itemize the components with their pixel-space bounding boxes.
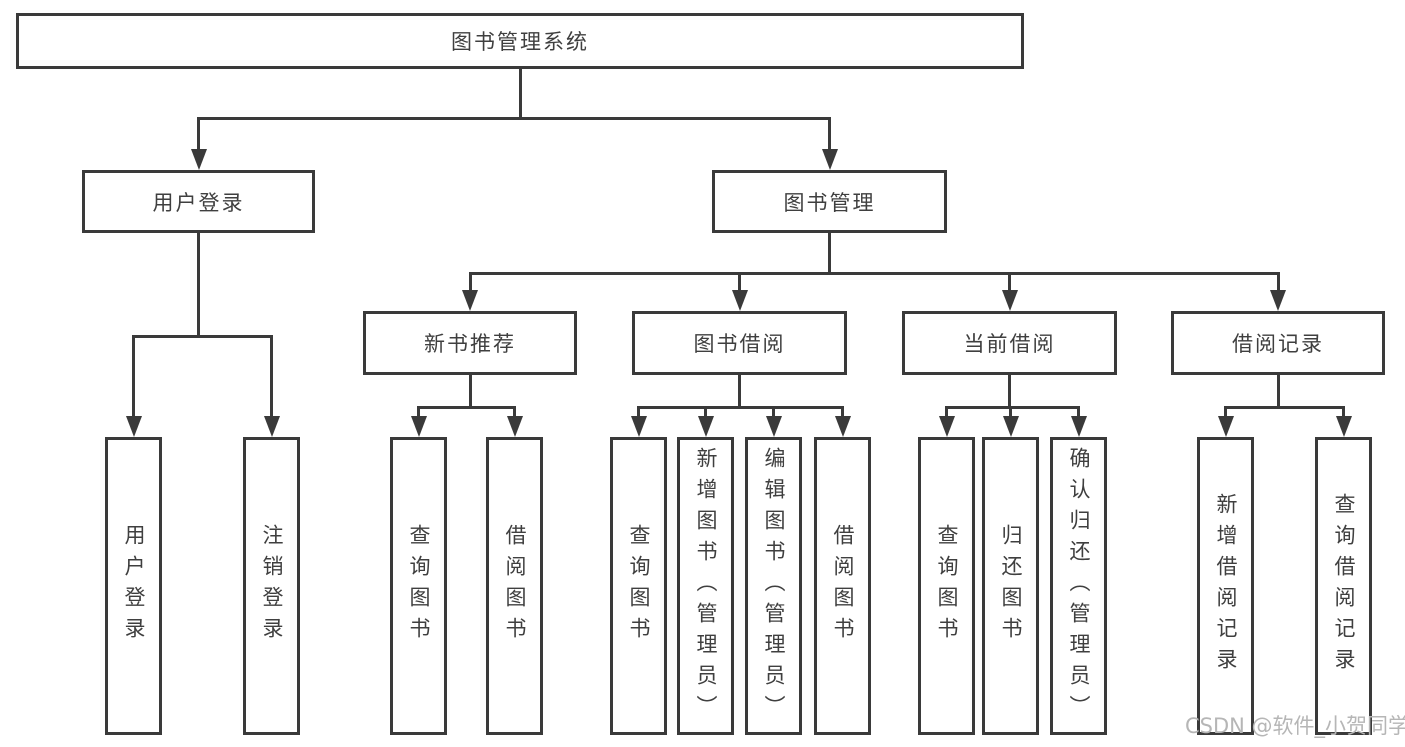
node-current-borrow-label: 当前借阅 xyxy=(963,332,1056,356)
connector-book-mgmt-stub xyxy=(828,232,831,274)
connector-root-bar xyxy=(197,116,831,120)
node-current-borrow: 当前借阅 xyxy=(902,311,1117,375)
node-add-books-admin-label: 新增图书（管理员） xyxy=(694,446,719,726)
arrow-to-borrow-records xyxy=(1276,273,1280,290)
node-current-query-books: 查询图书 xyxy=(918,437,975,735)
node-borrow-books-action: 借阅图书 xyxy=(814,437,871,735)
arrow-borrow-child-2 xyxy=(704,407,707,416)
arrow-recommend-child-2 xyxy=(513,407,516,416)
arrow-to-book-management xyxy=(828,118,831,149)
node-confirm-return-admin: 确认归还（管理员） xyxy=(1050,437,1107,735)
arrow-to-new-book-recommend xyxy=(468,273,472,290)
arrow-recommend-child-1 xyxy=(417,407,420,416)
node-borrow-query-books-label: 查询图书 xyxy=(627,524,652,648)
connector-recommend-stub xyxy=(468,375,472,408)
node-new-book-recommend-label: 新书推荐 xyxy=(424,332,516,356)
connector-recommend-bar xyxy=(417,405,516,409)
arrow-borrow-child-1 xyxy=(637,407,640,416)
arrow-to-book-borrow xyxy=(738,273,741,290)
node-user-login-action-label: 用户登录 xyxy=(122,524,147,648)
connector-user-login-bar xyxy=(132,334,273,338)
arrow-records-child-2 xyxy=(1342,407,1345,416)
node-borrow-query-books: 查询图书 xyxy=(610,437,667,735)
node-query-borrow-record: 查询借阅记录 xyxy=(1315,437,1372,735)
node-logout-action: 注销登录 xyxy=(243,437,300,735)
node-recommend-borrow-books-label: 借阅图书 xyxy=(503,524,528,648)
arrow-to-user-login xyxy=(197,118,200,149)
node-user-login-action: 用户登录 xyxy=(105,437,162,735)
connector-records-stub xyxy=(1276,375,1280,408)
node-logout-action-label: 注销登录 xyxy=(260,524,285,648)
arrow-records-child-1 xyxy=(1224,407,1227,416)
node-borrow-records: 借阅记录 xyxy=(1171,311,1385,375)
node-edit-books-admin: 编辑图书（管理员） xyxy=(745,437,802,735)
node-library-system-label: 图书管理系统 xyxy=(451,30,589,54)
connector-user-login-stub xyxy=(197,233,200,337)
node-recommend-query-books-label: 查询图书 xyxy=(407,524,432,648)
node-return-books: 归还图书 xyxy=(982,437,1039,735)
arrow-to-logout-action xyxy=(270,336,273,416)
node-confirm-return-admin-label: 确认归还（管理员） xyxy=(1067,446,1092,726)
connector-current-stub xyxy=(1008,375,1011,408)
connector-borrow-stub xyxy=(738,375,741,408)
arrow-borrow-child-4 xyxy=(841,407,844,416)
arrow-current-child-3 xyxy=(1077,407,1080,416)
arrow-to-current-borrow xyxy=(1008,273,1011,290)
connector-borrow-bar xyxy=(637,405,844,409)
node-current-query-books-label: 查询图书 xyxy=(935,524,960,648)
node-user-login-module-label: 用户登录 xyxy=(152,190,245,215)
csdn-watermark: CSDN @软件_小贺同学 xyxy=(1185,714,1405,738)
arrow-current-child-1 xyxy=(945,407,948,416)
node-borrow-books-action-label: 借阅图书 xyxy=(831,524,856,648)
connector-current-bar xyxy=(945,405,1080,409)
node-new-book-recommend: 新书推荐 xyxy=(363,311,577,375)
node-book-management-module-label: 图书管理 xyxy=(783,190,876,215)
node-add-books-admin: 新增图书（管理员） xyxy=(677,437,734,735)
connector-root-stub xyxy=(518,69,522,119)
arrow-borrow-child-3 xyxy=(772,407,775,416)
arrow-current-child-2 xyxy=(1009,407,1012,416)
node-edit-books-admin-label: 编辑图书（管理员） xyxy=(762,446,787,726)
arrow-to-login-action xyxy=(132,336,135,416)
node-query-borrow-record-label: 查询借阅记录 xyxy=(1332,493,1357,679)
node-borrow-records-label: 借阅记录 xyxy=(1232,332,1324,356)
node-recommend-borrow-books: 借阅图书 xyxy=(486,437,543,735)
node-add-borrow-record-label: 新增借阅记录 xyxy=(1214,493,1239,679)
node-book-borrow: 图书借阅 xyxy=(632,311,847,375)
node-library-system: 图书管理系统 xyxy=(16,13,1024,69)
node-book-management-module: 图书管理 xyxy=(712,170,947,233)
connector-book-mgmt-bar xyxy=(468,271,1280,275)
node-return-books-label: 归还图书 xyxy=(999,524,1024,648)
connector-records-bar xyxy=(1224,405,1345,409)
node-book-borrow-label: 图书借阅 xyxy=(693,332,786,356)
node-add-borrow-record: 新增借阅记录 xyxy=(1197,437,1254,735)
node-recommend-query-books: 查询图书 xyxy=(390,437,447,735)
node-user-login-module: 用户登录 xyxy=(82,170,315,233)
